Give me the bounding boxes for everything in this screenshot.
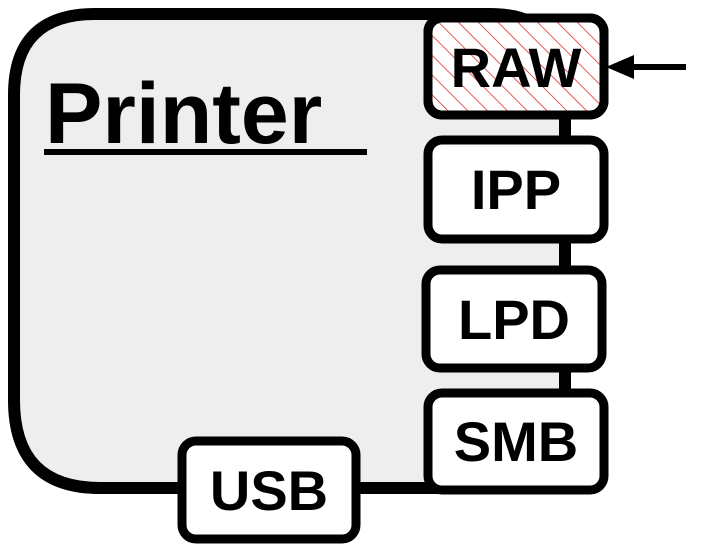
- port-usb[interactable]: USB: [177, 436, 361, 544]
- arrow-left-icon: [606, 55, 686, 79]
- port-usb-label: USB: [210, 459, 328, 522]
- port-raw[interactable]: RAW: [423, 13, 609, 120]
- port-smb[interactable]: SMB: [423, 388, 609, 495]
- port-smb-label: SMB: [454, 410, 578, 473]
- port-raw-label: RAW: [451, 36, 582, 99]
- port-lpd-label: LPD: [458, 288, 570, 351]
- port-ipp-label: IPP: [471, 158, 561, 221]
- printer-title: Printer: [45, 66, 322, 162]
- port-lpd[interactable]: LPD: [421, 265, 607, 373]
- port-ipp[interactable]: IPP: [423, 135, 609, 244]
